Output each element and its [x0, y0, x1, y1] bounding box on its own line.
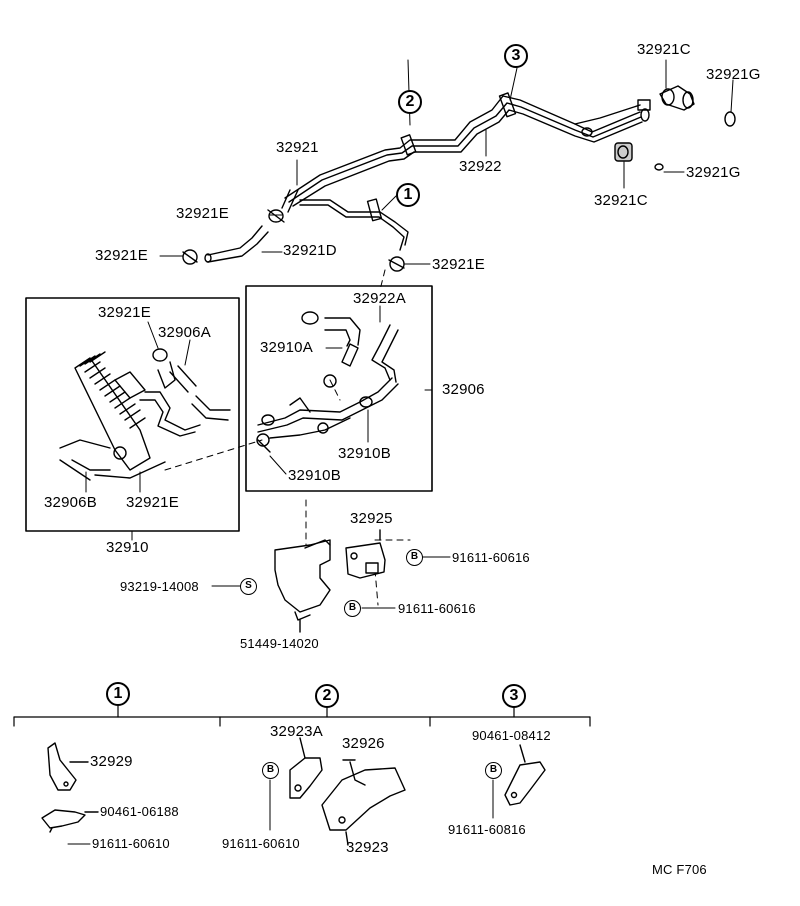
diagram-code: MC F706: [652, 862, 707, 877]
bracket-32923: [321, 759, 406, 846]
box-32906: [245, 285, 433, 492]
label-32921E-box2: 32921E: [126, 494, 179, 511]
label-90461-08412: 90461-08412: [472, 728, 551, 743]
label-32922A: 32922A: [353, 290, 406, 307]
label-32921E-box: 32921E: [98, 304, 151, 321]
label-32921E-b: 32921E: [95, 247, 148, 264]
fastener-mark-b-2: B: [344, 600, 361, 617]
detail-callout-1: 1: [106, 682, 130, 706]
label-91611-60610-1: 91611-60610: [92, 836, 170, 851]
fastener-mark-b-1: B: [406, 549, 423, 566]
fastener-mark-s: S: [240, 578, 257, 595]
clamp-32923A: [289, 737, 323, 799]
hose-32906B: [59, 439, 166, 481]
label-32921G-right: 32921G: [686, 164, 741, 181]
fastener-mark-b-4: B: [485, 762, 502, 779]
label-32929: 32929: [90, 753, 133, 770]
label-32910: 32910: [106, 539, 149, 556]
callout-2: 2: [398, 90, 422, 114]
fitting-32921C-top: [637, 85, 695, 111]
oil-cooler-assembly: [74, 351, 201, 471]
label-90461-06188: 90461-06188: [100, 804, 179, 819]
label-32921: 32921: [276, 139, 319, 156]
o-ring-32921G-right: [654, 163, 664, 171]
label-32906A: 32906A: [158, 324, 211, 341]
label-91611-60610-2: 91611-60610: [222, 836, 300, 851]
clamp-90461-08412: [504, 744, 546, 806]
leader-lines-brackets: [211, 556, 451, 609]
fastener-mark-b-3: B: [262, 762, 279, 779]
label-32923A: 32923A: [270, 723, 323, 740]
bracket-51449-14020: [274, 539, 331, 633]
callout-1: 1: [396, 183, 420, 207]
label-32925: 32925: [350, 510, 393, 527]
hose-32906A: [152, 348, 231, 421]
label-32910B-a: 32910B: [338, 445, 391, 462]
label-32926: 32926: [342, 735, 385, 752]
hose-32921D: [204, 225, 269, 263]
label-32921E-c: 32921E: [432, 256, 485, 273]
clamp-32929: [47, 742, 89, 791]
label-32921G-top: 32921G: [706, 66, 761, 83]
hose-32922A: [301, 311, 399, 383]
leader-lines-upper: [159, 59, 734, 265]
label-91611-60816: 91611-60816: [448, 822, 526, 837]
label-32921C-top: 32921C: [637, 41, 691, 58]
leader-lines-bolts: [269, 779, 494, 831]
label-32910A: 32910A: [260, 339, 313, 356]
clamp-32910B: [256, 433, 271, 453]
label-32922: 32922: [459, 158, 502, 175]
label-32910B-b: 32910B: [288, 467, 341, 484]
bracket-32925: [345, 529, 386, 579]
label-32906B: 32906B: [44, 494, 97, 511]
pipe-clamps: [366, 92, 517, 222]
fitting-32921C-right: [614, 142, 633, 162]
detail-callout-3: 3: [502, 684, 526, 708]
o-ring-32921G-top: [724, 111, 736, 127]
leader-lines-box-32906: [269, 305, 433, 475]
label-32921D: 32921D: [283, 242, 337, 259]
hose-clamp-32921E-b: [182, 249, 198, 265]
callout-3: 3: [504, 44, 528, 68]
clip-90461-06188: [41, 809, 99, 833]
label-93219-14008: 93219-14008: [120, 579, 199, 594]
pipe-assembly-32906: [257, 377, 399, 439]
label-32923: 32923: [346, 839, 389, 856]
label-32921E-a: 32921E: [176, 205, 229, 222]
label-51449-14020: 51449-14020: [240, 636, 319, 651]
detail-callout-2: 2: [315, 684, 339, 708]
leader-lines-box-32910: [85, 321, 191, 541]
label-32906: 32906: [442, 381, 485, 398]
label-32921C-right: 32921C: [594, 192, 648, 209]
hose-32910A: [323, 343, 359, 388]
right-fitting-joints: [581, 108, 650, 137]
detail-group-dividers: [13, 705, 591, 727]
label-91611-60616-b: 91611-60616: [398, 601, 476, 616]
hose-clamp-32921E-c: [388, 256, 405, 272]
hose-clamp-32921E-a: [267, 209, 285, 223]
label-91611-60616-a: 91611-60616: [452, 550, 530, 565]
